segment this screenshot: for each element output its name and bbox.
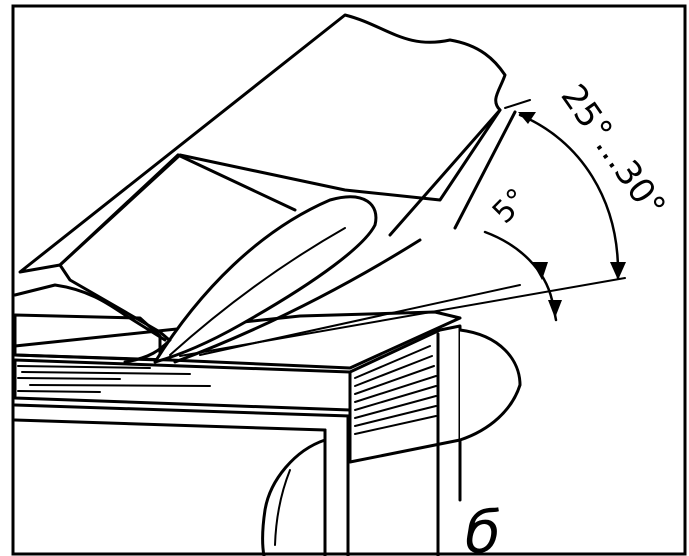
angle-arc-small [483,230,558,322]
vise-right-body [458,328,522,442]
arrowhead-small-top [532,262,548,280]
figure-letter-label: б [465,498,501,556]
vise-lower-body [261,438,327,556]
angle-label-small: 5° [486,182,535,231]
workpiece-top-surface [13,310,462,370]
workpiece-edge-line-2 [13,418,327,432]
scraper-facet-2 [58,153,180,267]
block-hatching [354,345,437,435]
chip-curl [123,338,172,364]
arrowhead-small-bottom [548,300,562,318]
angle-label-large: 25°...30° [553,77,673,225]
workpiece-edge-line-1 [13,403,352,418]
arrowhead-large-bottom [610,262,626,280]
reference-line-tool-axis [199,284,521,356]
scraper-blade-underside [13,283,167,342]
vise-lower-shade [274,469,291,546]
surface-hatching-left [17,365,211,393]
angle-arc-large [518,113,620,280]
vise-leg-right [436,438,462,556]
extension-line-tool [504,99,531,109]
scraper-tip-lower [173,238,422,364]
vise-leg-left [323,414,350,556]
arrowhead-large-top [518,112,536,124]
scraper-facet-4 [453,110,517,230]
scraper-facet-1 [176,153,297,212]
scraper-facet-3 [388,108,502,237]
scraper-blade-edge [58,263,177,347]
scraper-tip-inner [169,227,346,356]
vise-right-block [348,324,462,464]
